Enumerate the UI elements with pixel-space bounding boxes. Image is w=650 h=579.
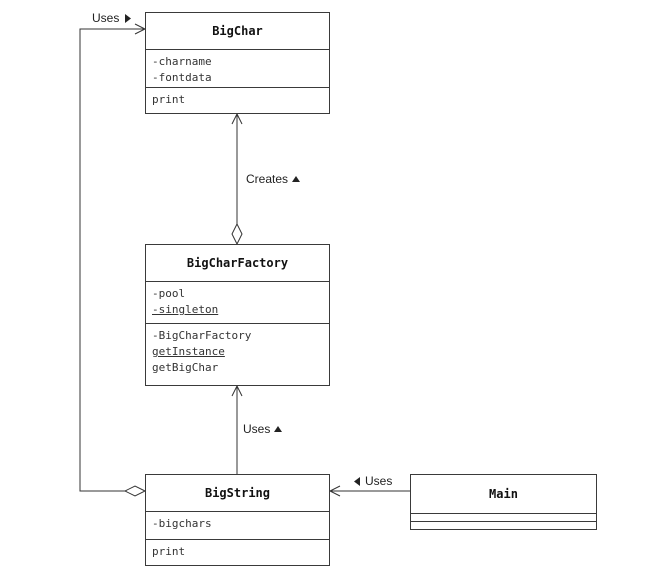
class-box-bigstring: BigString -bigchars print [145,474,330,566]
attribute: -charname [152,55,212,68]
operation: -BigCharFactory [152,329,252,342]
attribute: -fontdata [152,71,212,84]
operation: getBigChar [152,361,219,374]
class-name: BigString [146,475,329,512]
operations-section [411,522,596,530]
attribute: -pool [152,287,186,300]
uses-label-string-to-char: Uses [92,11,120,25]
class-name: Main [411,475,596,514]
uses-label-string-to-factory: Uses [243,422,271,436]
operation: print [152,545,186,558]
operations-section: -BigCharFactory getInstance getBigChar [146,324,329,380]
class-name: BigCharFactory [146,245,329,282]
static-attribute: -singleton [152,303,219,316]
class-box-bigcharfactory: BigCharFactory -pool -singleton -BigChar… [145,244,330,386]
attributes-section [411,514,596,522]
triangle-up-icon [274,426,282,432]
class-box-main: Main [410,474,597,530]
triangle-left-icon [354,477,360,486]
open-arrowhead-bigstring [328,485,341,497]
triangle-right-icon [125,14,131,23]
class-name: BigChar [146,13,329,50]
aggregation-diamond-factory [231,222,243,246]
attributes-section: -charname -fontdata [146,50,329,88]
creates-label: Creates [246,172,289,186]
attribute: -bigchars [152,517,212,530]
operation: print [152,93,186,106]
open-arrowhead-bigchar-bottom [231,112,243,125]
aggregation-diamond-bigstring [123,485,147,497]
static-operation: getInstance [152,345,225,358]
uses-connector-string-to-char [79,28,145,492]
operations-section: print [146,540,329,564]
operations-section: print [146,88,329,112]
open-arrowhead-factory [231,384,243,397]
attributes-section: -pool -singleton [146,282,329,324]
class-box-bigchar: BigChar -charname -fontdata print [145,12,330,114]
attributes-section: -bigchars [146,512,329,540]
triangle-up-icon [292,176,300,182]
uses-label-main-to-string: Uses [365,474,393,488]
